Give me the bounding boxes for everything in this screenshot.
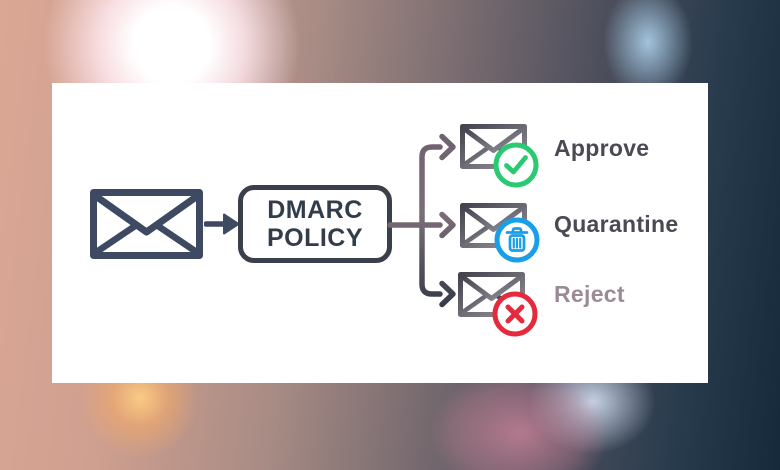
- envelope-icon: [90, 189, 203, 259]
- arrow-right-icon: [439, 280, 456, 308]
- outcome-label-quarantine: Quarantine: [554, 211, 679, 237]
- arrow-right-icon: [439, 133, 456, 161]
- policy-label-line2: POLICY: [266, 224, 364, 252]
- dmarc-policy-box: DMARC POLICY: [238, 185, 392, 263]
- approve-badge: [493, 142, 539, 188]
- reject-badge: [492, 291, 538, 337]
- quarantine-badge: [494, 217, 540, 263]
- arrow-right-icon: [439, 211, 456, 239]
- policy-label-line1: DMARC: [267, 196, 363, 224]
- trash-icon: [505, 227, 529, 252]
- x-icon: [505, 304, 525, 324]
- outcome-label-approve: Approve: [554, 135, 650, 161]
- badge-ring: [493, 142, 539, 188]
- checkmark-icon: [504, 155, 528, 175]
- connector-branches: [387, 133, 456, 308]
- branch-trunk: [419, 144, 443, 297]
- outcome-label-reject: Reject: [554, 281, 625, 307]
- diagram-card: DMARC POLICY: [52, 83, 708, 383]
- arrow-right-icon: [204, 213, 240, 235]
